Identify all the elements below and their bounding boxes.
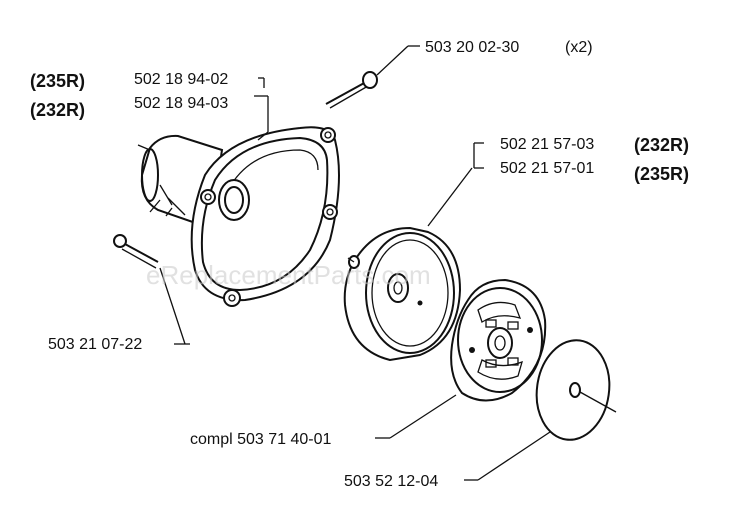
label-drum-num-1: 502 21 57-03 xyxy=(500,136,594,153)
label-housing-232r: (232R) xyxy=(30,100,85,120)
label-drum-232r: (232R) xyxy=(634,135,689,155)
label-top-bolt-qty: (x2) xyxy=(565,39,593,56)
drum-bracket xyxy=(473,142,484,169)
clutch-drum xyxy=(343,167,473,362)
label-left-bolt: 503 21 07-22 xyxy=(48,336,142,353)
left-bolt xyxy=(113,234,190,345)
label-drum-num-2: 502 21 57-01 xyxy=(500,160,594,177)
clutch-housing xyxy=(137,126,340,307)
label-housing-num-2: 502 18 94-03 xyxy=(134,95,228,112)
label-clutch: compl 503 71 40-01 xyxy=(190,431,332,448)
clutch-assembly xyxy=(375,278,547,439)
housing-bracket xyxy=(254,77,269,141)
label-housing-num-1: 502 18 94-02 xyxy=(134,71,228,88)
label-housing-235r: (235R) xyxy=(30,71,85,91)
washer xyxy=(464,339,617,481)
label-washer: 503 52 12-04 xyxy=(344,473,438,490)
label-drum-235r: (235R) xyxy=(634,164,689,184)
label-top-bolt: 503 20 02-30 xyxy=(425,39,519,56)
top-bolt xyxy=(325,45,420,109)
watermark: eReplacementParts.com xyxy=(146,260,431,290)
